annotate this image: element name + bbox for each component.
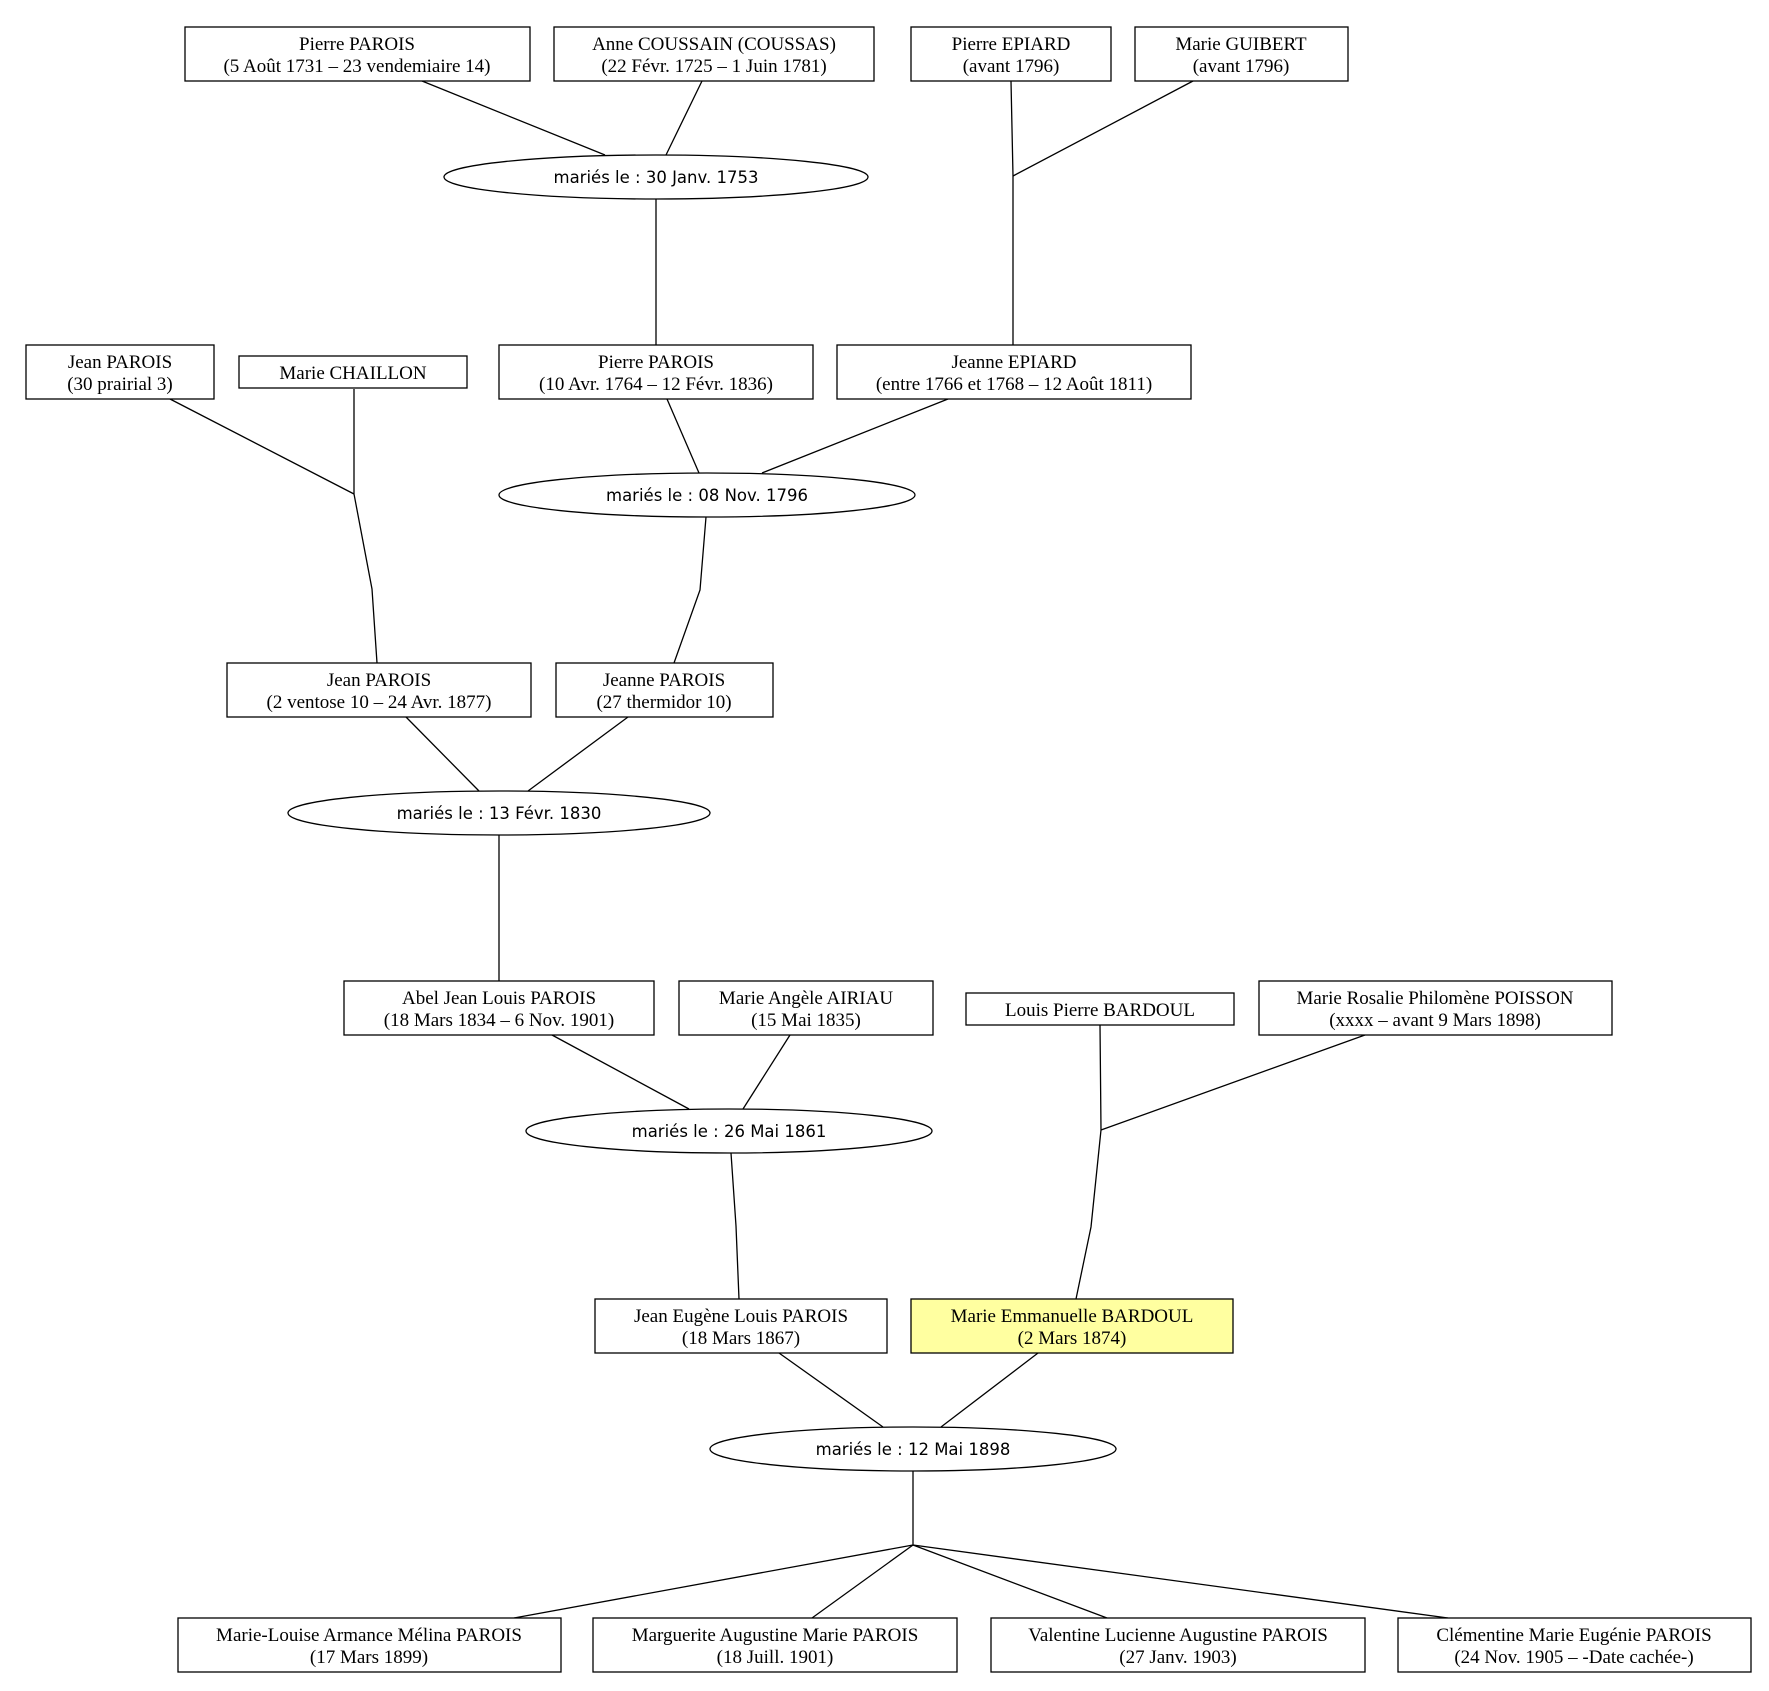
person-name: Marie GUIBERT: [1175, 34, 1307, 55]
marriage-label: mariés le : 08 Nov. 1796: [606, 486, 808, 505]
person-node-p17: Marie-Louise Armance Mélina PAROIS (17 M…: [177, 1617, 562, 1673]
person-name: Jeanne PAROIS: [603, 670, 725, 691]
marriage-label: mariés le : 13 Févr. 1830: [397, 804, 602, 823]
person-dates: (avant 1796): [963, 56, 1060, 77]
edge-hub-p19: [912, 1544, 1108, 1619]
person-name: Louis Pierre BARDOUL: [1005, 1000, 1195, 1021]
edge-p12-m4: [742, 1034, 791, 1110]
person-node-p14: Marie Rosalie Philomène POISSON (xxxx – …: [1258, 980, 1613, 1036]
person-node-p1: Pierre PAROIS (5 Août 1731 – 23 vendemia…: [184, 26, 531, 82]
marriage-node-m1: mariés le : 30 Janv. 1753: [443, 154, 869, 200]
person-name: Marie Emmanuelle BARDOUL: [951, 1306, 1194, 1327]
edge-hub-p17: [513, 1544, 914, 1619]
person-name: Abel Jean Louis PAROIS: [402, 988, 596, 1009]
person-name: Pierre PAROIS: [299, 34, 415, 55]
person-node-p9: Jean PAROIS (2 ventose 10 – 24 Avr. 1877…: [226, 662, 532, 718]
person-dates: (2 Mars 1874): [1018, 1328, 1127, 1349]
person-name: Marguerite Augustine Marie PAROIS: [632, 1625, 919, 1646]
person-node-p5: Jean PAROIS (30 prairial 3): [25, 344, 215, 400]
marriage-label: mariés le : 12 Mai 1898: [816, 1440, 1011, 1459]
person-name: Marie CHAILLON: [279, 363, 426, 384]
person-dates: (18 Juill. 1901): [717, 1647, 834, 1668]
person-dates: (18 Mars 1834 – 6 Nov. 1901): [384, 1010, 614, 1031]
marriage-node-m3: mariés le : 13 Févr. 1830: [287, 790, 711, 836]
marriage-node-m5: mariés le : 12 Mai 1898: [709, 1426, 1117, 1472]
edge-p14-p16: [1100, 1034, 1366, 1131]
person-dates: (xxxx – avant 9 Mars 1898): [1329, 1010, 1541, 1031]
marriage-node-m4: mariés le : 26 Mai 1861: [525, 1108, 933, 1154]
edge-p10-m3: [527, 716, 629, 792]
edge-p15-m5: [778, 1352, 884, 1428]
person-node-p2: Anne COUSSAIN (COUSSAS) (22 Févr. 1725 –…: [553, 26, 875, 82]
person-name: Marie-Louise Armance Mélina PAROIS: [216, 1625, 522, 1646]
person-name: Marie Angèle AIRIAU: [719, 988, 893, 1009]
person-name: Clémentine Marie Eugénie PAROIS: [1436, 1625, 1711, 1646]
person-dates: (10 Avr. 1764 – 12 Févr. 1836): [539, 374, 773, 395]
marriage-node-m2: mariés le : 08 Nov. 1796: [498, 472, 916, 518]
edge-p3-p8: [1010, 80, 1014, 345]
edge-p13-p16: [1075, 1024, 1102, 1300]
person-node-p7: Pierre PAROIS (10 Avr. 1764 – 12 Févr. 1…: [498, 344, 814, 400]
edge-m4-p15: [730, 1152, 740, 1300]
person-name: Pierre PAROIS: [598, 352, 714, 373]
person-node-p18: Marguerite Augustine Marie PAROIS (18 Ju…: [592, 1617, 958, 1673]
person-name: Jean Eugène Louis PAROIS: [634, 1306, 848, 1327]
edge-p1-m1: [421, 80, 606, 156]
person-node-p19: Valentine Lucienne Augustine PAROIS (27 …: [990, 1617, 1366, 1673]
person-dates: (18 Mars 1867): [682, 1328, 800, 1349]
edge-p11-m4: [551, 1034, 690, 1110]
person-dates: (27 thermidor 10): [596, 692, 731, 713]
edges: [169, 80, 1449, 1619]
person-node-p4: Marie GUIBERT (avant 1796): [1134, 26, 1349, 82]
person-node-p10: Jeanne PAROIS (27 thermidor 10): [555, 662, 774, 718]
marriage-label: mariés le : 30 Janv. 1753: [554, 168, 759, 187]
edge-p9-m3: [405, 716, 480, 792]
person-name: Valentine Lucienne Augustine PAROIS: [1028, 1625, 1328, 1646]
edge-p2-m1: [665, 80, 703, 156]
person-name: Jean PAROIS: [68, 352, 172, 373]
person-dates: (entre 1766 et 1768 – 12 Août 1811): [876, 374, 1152, 395]
person-dates: (5 Août 1731 – 23 vendemiaire 14): [223, 56, 490, 77]
person-node-p3: Pierre EPIARD (avant 1796): [910, 26, 1112, 82]
marriage-label: mariés le : 26 Mai 1861: [632, 1122, 827, 1141]
person-node-p13: Louis Pierre BARDOUL: [965, 992, 1235, 1026]
person-node-p20: Clémentine Marie Eugénie PAROIS (24 Nov.…: [1397, 1617, 1752, 1673]
person-name: Jeanne EPIARD: [951, 352, 1076, 373]
person-node-p12: Marie Angèle AIRIAU (15 Mai 1835): [678, 980, 934, 1036]
edge-p4-p8: [1012, 80, 1194, 177]
person-node-p16-highlighted: Marie Emmanuelle BARDOUL (2 Mars 1874): [910, 1298, 1234, 1354]
edge-p6-p9: [353, 389, 378, 664]
person-dates: (27 Janv. 1903): [1119, 1647, 1237, 1668]
person-dates: (2 ventose 10 – 24 Avr. 1877): [267, 692, 492, 713]
edge-hub-p18: [811, 1544, 914, 1619]
edge-p7-m2: [666, 398, 700, 474]
person-node-p11: Abel Jean Louis PAROIS (18 Mars 1834 – 6…: [343, 980, 655, 1036]
person-name: Jean PAROIS: [327, 670, 431, 691]
person-dates: (30 prairial 3): [67, 374, 173, 395]
edge-m2-p10: [673, 516, 707, 664]
person-dates: (24 Nov. 1905 – -Date cachée-): [1454, 1647, 1693, 1668]
edge-p16-m5: [940, 1352, 1039, 1428]
edge-p5-p9: [169, 398, 355, 495]
person-name: Anne COUSSAIN (COUSSAS): [592, 34, 836, 55]
edge-hub-p20: [912, 1544, 1449, 1619]
person-node-p8: Jeanne EPIARD (entre 1766 et 1768 – 12 A…: [836, 344, 1192, 400]
edge-p8-m2: [761, 398, 949, 474]
person-dates: (15 Mai 1835): [751, 1010, 861, 1031]
person-dates: (avant 1796): [1193, 56, 1290, 77]
person-dates: (22 Févr. 1725 – 1 Juin 1781): [601, 56, 826, 77]
person-name: Pierre EPIARD: [952, 34, 1071, 55]
person-node-p15: Jean Eugène Louis PAROIS (18 Mars 1867): [594, 1298, 888, 1354]
person-name: Marie Rosalie Philomène POISSON: [1296, 988, 1573, 1009]
person-node-p6: Marie CHAILLON: [238, 355, 468, 389]
person-dates: (17 Mars 1899): [310, 1647, 428, 1668]
